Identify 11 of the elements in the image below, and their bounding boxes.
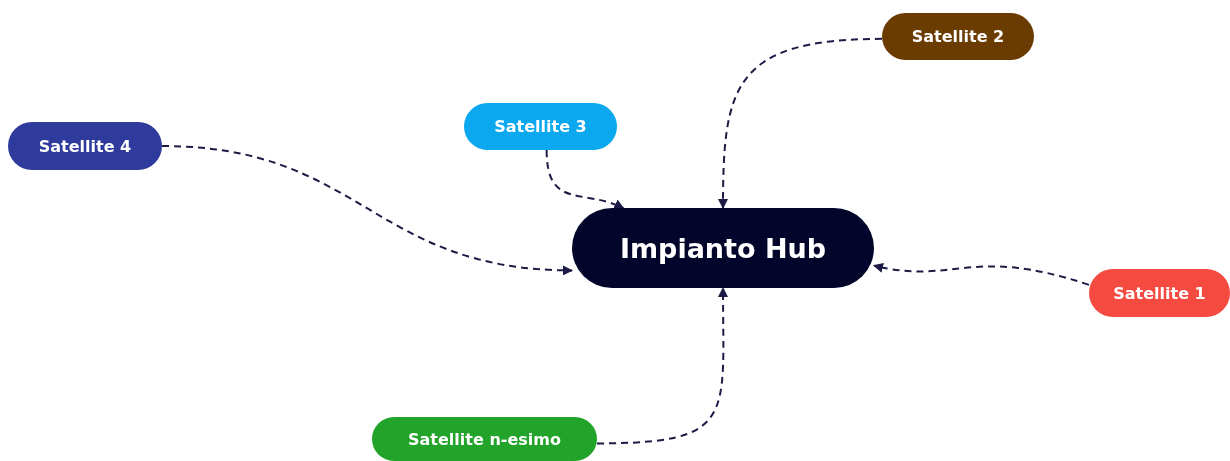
satellite-node: Satellite 4 [8,122,162,170]
satellite-node: Satellite 3 [464,103,617,150]
satellite-node: Satellite 1 [1089,269,1230,317]
hub-node: Impianto Hub [572,208,874,288]
dashed-arrow [596,287,729,445]
satellite-node: Satellite 2 [882,13,1034,60]
dashed-arrow [718,37,883,209]
dashed-arrow [545,149,625,210]
dashed-arrow [161,145,573,275]
dashed-arrow [873,262,1090,286]
satellite-node: Satellite n-esimo [372,417,597,461]
